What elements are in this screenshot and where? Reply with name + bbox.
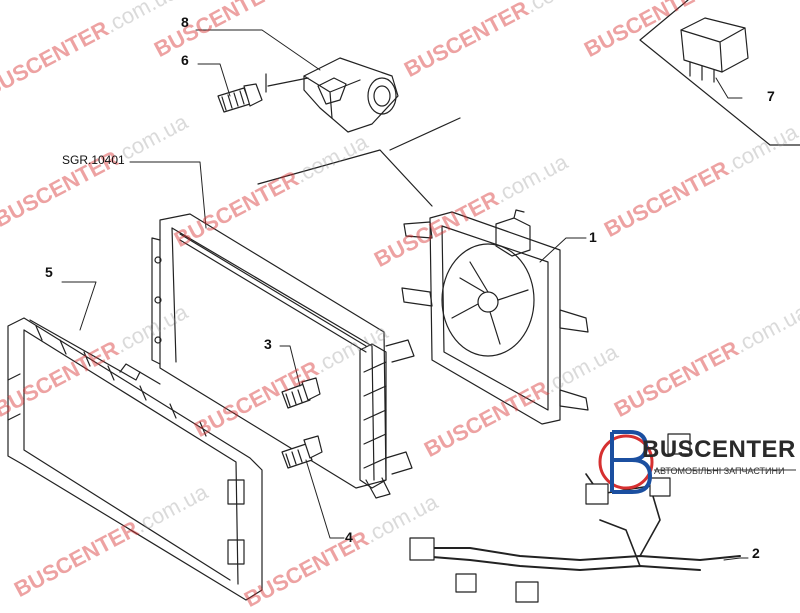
buscenter-logo: BUSCENTER АВТОМОБІЛЬНІ ЗАПЧАСТИНИ: [596, 418, 800, 506]
callout-5: 5: [45, 264, 53, 280]
resistor-module-icon: [303, 57, 399, 133]
relay-icon: [680, 17, 749, 83]
callout-2: 2: [752, 545, 760, 561]
callout-6: 6: [181, 52, 189, 68]
logo-tagline: АВТОМОБІЛЬНІ ЗАПЧАСТИНИ: [654, 466, 785, 476]
relay-detail-frame: [639, 0, 800, 146]
screw-icon: [217, 83, 263, 113]
logo-emblem-icon: [598, 430, 796, 494]
callout-8: 8: [181, 14, 189, 30]
bolt-icon: [281, 377, 321, 409]
wiring-harness-icon: [409, 433, 741, 603]
cooling-fan-assembly-icon: [401, 209, 589, 425]
radiator-mounting-frame-icon: [7, 317, 263, 601]
reference-label: SGR.10401: [62, 153, 125, 167]
callout-3: 3: [264, 336, 272, 352]
callout-7: 7: [767, 88, 775, 104]
logo-brand-text: BUSCENTER: [642, 436, 796, 463]
callout-1: 1: [589, 229, 597, 245]
callout-4: 4: [345, 529, 353, 545]
leader-lines: [61, 29, 749, 561]
radiator-icon: [151, 213, 415, 499]
bolt-icon: [281, 435, 323, 469]
